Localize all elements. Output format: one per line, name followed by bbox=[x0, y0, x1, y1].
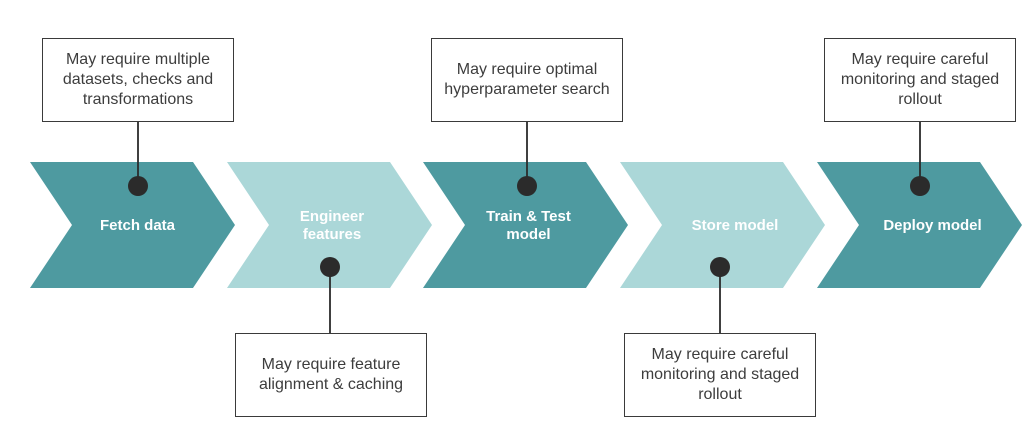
connector-dot-engineer-features bbox=[320, 257, 340, 277]
chevron-fetch-data bbox=[30, 162, 235, 288]
step-label-train-test-model: Train & Test model bbox=[486, 208, 571, 243]
note-box-fetch-data: May require multiple datasets, checks an… bbox=[42, 38, 234, 122]
connector-dot-fetch-data bbox=[128, 176, 148, 196]
connector-dot-deploy-model bbox=[910, 176, 930, 196]
step-label-fetch-data: Fetch data bbox=[99, 217, 175, 234]
step-label-engineer-features: Engineer features bbox=[299, 208, 365, 243]
note-box-store-model: May require careful monitoring and stage… bbox=[624, 333, 816, 417]
note-box-engineer-features: May require feature alignment & caching bbox=[235, 333, 427, 417]
chevron-train-test-model bbox=[423, 162, 628, 288]
step-label-store-model: Store model bbox=[691, 217, 779, 234]
connector-dot-store-model bbox=[710, 257, 730, 277]
step-label-deploy-model: Deploy model bbox=[883, 217, 982, 234]
connector-dot-train-test-model bbox=[517, 176, 537, 196]
note-box-train-test-model: May require optimal hyperparameter searc… bbox=[431, 38, 623, 122]
note-box-deploy-model: May require careful monitoring and stage… bbox=[824, 38, 1016, 122]
chevron-store-model bbox=[620, 162, 825, 288]
chevron-engineer-features bbox=[227, 162, 432, 288]
chevron-deploy-model bbox=[817, 162, 1022, 288]
